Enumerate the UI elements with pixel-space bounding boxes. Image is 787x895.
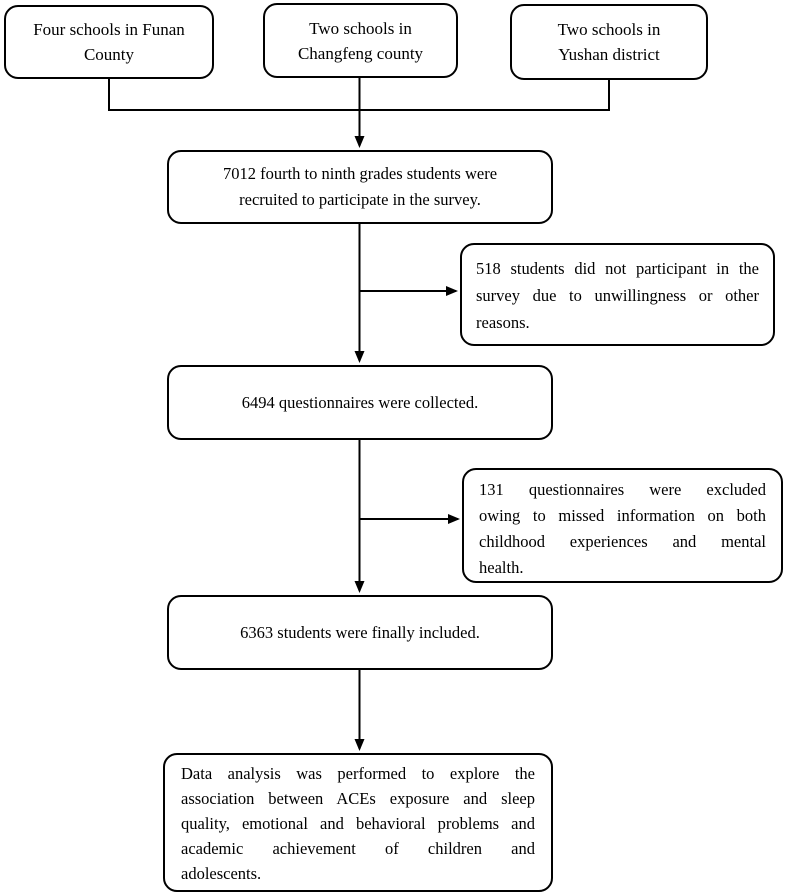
box-source-changfeng: Two schools in Changfeng county [263,3,458,78]
text-line: 131 questionnaires were excluded [479,480,766,499]
text-line: Yushan district [558,45,660,64]
text-line: adolescents. [181,864,262,883]
text-line: survey due to unwillingness or other [476,286,759,305]
text-line: Changfeng county [297,43,424,63]
box-step-included: 6363 students were finally included. [167,595,553,670]
text-line: 518 students did not participant in the [476,259,759,278]
text-line: academic achievement of children and [181,839,535,858]
text-line: owing to missed information on both [479,506,766,525]
box-exclusion-nonparticipants: 518 students did not participant in the s… [460,243,775,346]
box-step-collected: 6494 questionnaires were collected. [167,365,553,440]
box-exclusion-questionnaires: 131 questionnaires were excluded owing to… [462,468,783,583]
text-line: Data analysis was performed to explore t… [181,764,535,783]
text-line: health. [479,558,524,577]
text-line: recruited to participate in the survey. [239,190,481,209]
text-line: quality, emotional and behavioral proble… [181,814,535,833]
box-step-recruited: 7012 fourth to ninth grades students wer… [167,150,553,224]
text-line: reasons. [476,313,530,332]
text-line: 7012 fourth to ninth grades students wer… [222,164,498,183]
text-line: childhood experiences and mental [479,532,766,551]
box-source-yushan: Two schools in Yushan district [510,4,708,80]
text-line: Two schools in [309,18,412,38]
text-line: Two schools in [557,20,661,39]
text-line: Four schools in Funan [33,20,185,39]
box-step-analysis: Data analysis was performed to explore t… [163,753,553,892]
text-line: County [83,45,135,64]
text-line: association between ACEs exposure and sl… [181,789,535,808]
